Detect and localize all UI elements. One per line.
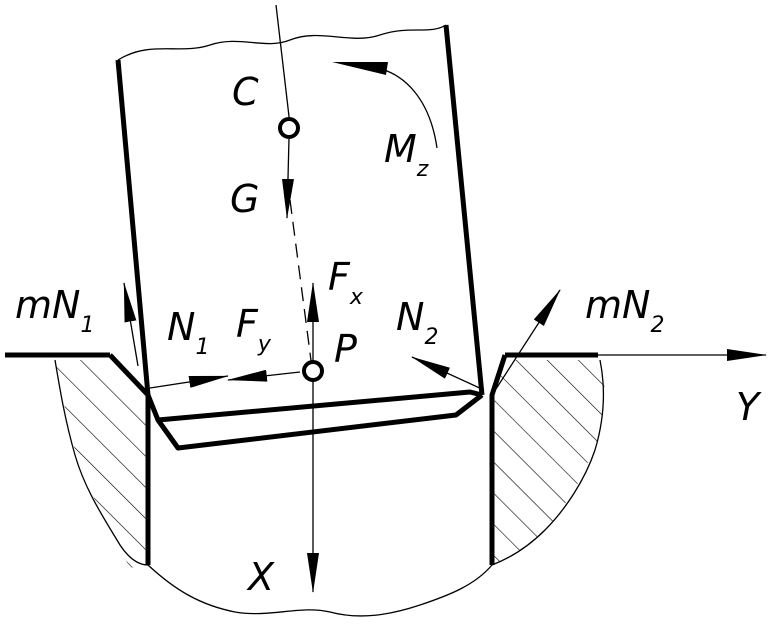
label-fy: Fy [236,302,272,357]
groove-right-wall [489,354,508,565]
bottom-break-line [147,564,493,617]
n2-arrow [411,356,485,391]
point-c-marker [278,117,300,139]
point-p-marker [302,360,324,382]
label-x: X [246,555,275,599]
body-right-edge [443,24,485,396]
label-n2: N2 [396,295,438,350]
body-chamfer-bottom [155,393,484,451]
mn2-arrow [493,289,561,393]
label-c: C [232,70,259,114]
g-arrow [281,137,294,219]
label-y: Y [736,385,762,429]
label-g: G [230,177,259,221]
ground-right-break-line [491,359,605,566]
label-mn2: mN2 [585,283,664,338]
label-p: P [334,327,357,371]
label-mz: Mz [384,127,429,182]
label-fx: Fx [328,255,364,310]
body-left-edge [115,59,151,396]
mz-arrowhead [332,62,388,75]
body-bottom-edge [145,389,483,423]
body-axis-upper [275,4,291,126]
body-axis-lower [289,199,313,369]
n1-arrow [149,375,229,389]
label-n1: N1 [167,305,209,360]
mn1-arrow [123,282,139,367]
ground-left-hatch [55,360,148,568]
body-top-break-line [117,24,447,61]
ground-right-hatch [492,360,606,565]
ground-left-break-line [54,359,149,566]
fy-arrow [227,369,301,382]
label-mn1: mN1 [15,283,94,338]
